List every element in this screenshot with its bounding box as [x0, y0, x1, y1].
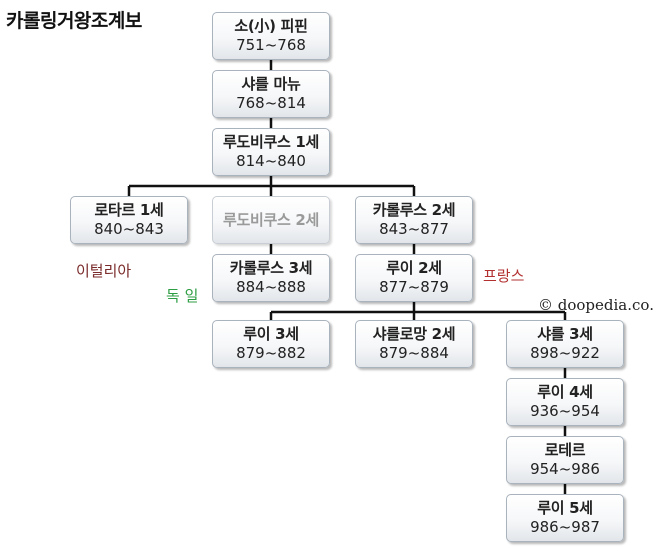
node-lothaire: 로테르 954~986 — [506, 436, 624, 484]
node-name: 로테르 — [544, 441, 586, 459]
node-carloman2: 샤를로망 2세 879~884 — [355, 320, 473, 368]
node-name: 루이 4세 — [537, 383, 593, 401]
node-years: 879~884 — [379, 344, 449, 362]
node-years: 814~840 — [236, 152, 306, 170]
node-name: 샤를로망 2세 — [372, 325, 456, 343]
node-years: 879~882 — [236, 344, 306, 362]
node-years: 751~768 — [236, 36, 306, 54]
node-years: 840~843 — [94, 220, 164, 238]
node-years: 986~987 — [530, 518, 600, 536]
node-charlemagne: 샤를 마뉴 768~814 — [212, 70, 330, 118]
region-label-france: 프랑스 — [483, 267, 525, 285]
region-label-italy: 이털리아 — [76, 262, 132, 280]
node-name: 카롤루스 3세 — [229, 259, 313, 277]
node-pepin: 소(小) 피핀 751~768 — [212, 12, 330, 60]
region-label-germany: 독 일 — [166, 287, 199, 305]
node-louis2: 루도비쿠스 2세 — [212, 196, 330, 244]
node-lothair1: 로타르 1세 840~843 — [70, 196, 188, 244]
node-charles-iii: 샤를 3세 898~922 — [506, 320, 624, 368]
node-name: 샤를 3세 — [537, 325, 593, 343]
node-name: 루도비쿠스 1세 — [222, 133, 320, 151]
node-years: 877~879 — [379, 278, 449, 296]
node-years: 898~922 — [530, 344, 600, 362]
node-louis3: 루이 3세 879~882 — [212, 320, 330, 368]
node-years: 954~986 — [530, 460, 600, 478]
node-name: 소(小) 피핀 — [234, 17, 308, 35]
node-louis4: 루이 4세 936~954 — [506, 378, 624, 426]
node-louis5: 루이 5세 986~987 — [506, 494, 624, 542]
node-years: 936~954 — [530, 402, 600, 420]
node-years: 884~888 — [236, 278, 306, 296]
node-name: 카롤루스 2세 — [372, 201, 456, 219]
node-charles3: 카롤루스 3세 884~888 — [212, 254, 330, 302]
node-name: 루도비쿠스 2세 — [222, 210, 320, 229]
node-name: 샤를 마뉴 — [241, 75, 301, 93]
node-name: 루이 2세 — [386, 259, 442, 277]
node-years: 843~877 — [379, 220, 449, 238]
page-title: 카롤링거왕조계보 — [6, 10, 142, 32]
node-name: 루이 5세 — [537, 499, 593, 517]
node-name: 로타르 1세 — [94, 201, 164, 219]
node-name: 루이 3세 — [243, 325, 299, 343]
node-louis1: 루도비쿠스 1세 814~840 — [212, 128, 330, 176]
node-louis-ii: 루이 2세 877~879 — [355, 254, 473, 302]
copyright-text: © doopedia.co. — [538, 296, 654, 314]
node-charles2: 카롤루스 2세 843~877 — [355, 196, 473, 244]
node-years: 768~814 — [236, 94, 306, 112]
